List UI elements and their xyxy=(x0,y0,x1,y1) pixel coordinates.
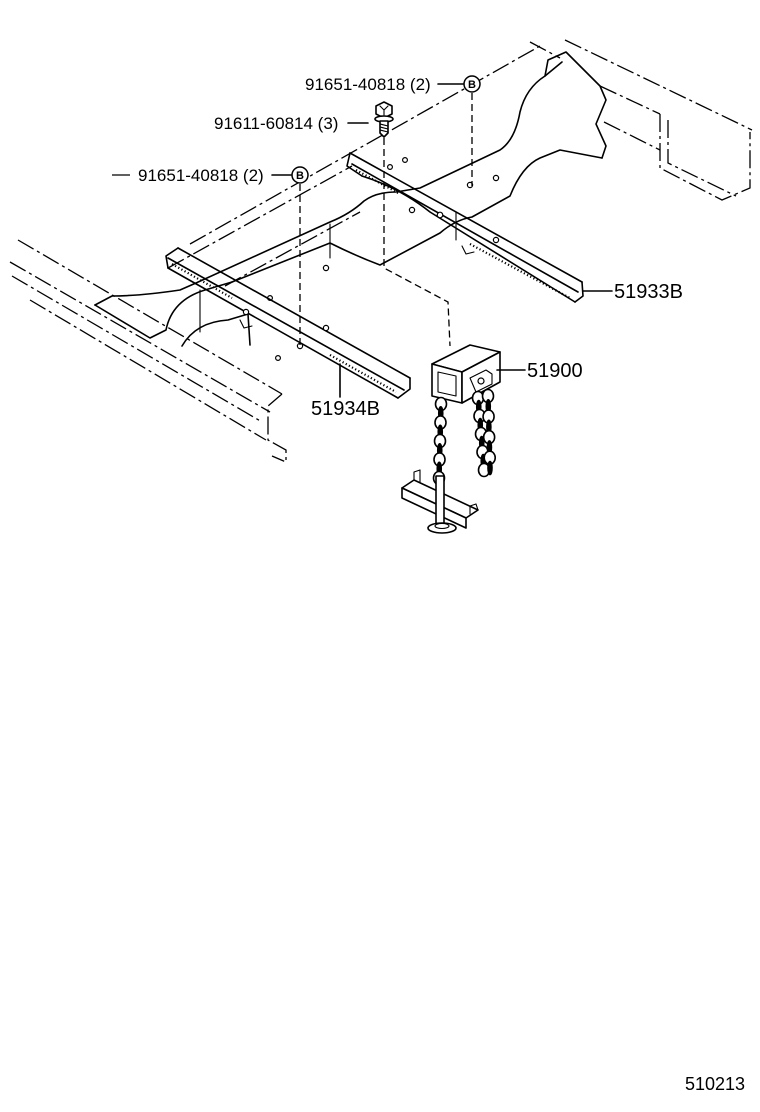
rail-right-inner xyxy=(667,120,737,197)
circle-b-icon xyxy=(291,166,309,184)
rail-left-top-edge xyxy=(17,239,283,395)
bracket-right-serration xyxy=(469,243,571,299)
phantom-line-mid xyxy=(224,211,361,287)
bolt-head-cross xyxy=(379,105,389,116)
bracket-right-tab xyxy=(461,245,475,255)
crossmember-hole xyxy=(492,174,500,182)
phantom-reference-lines xyxy=(167,45,541,287)
rail-left-end-profile xyxy=(267,393,287,463)
crossmember xyxy=(94,51,607,362)
tire-holder xyxy=(401,469,479,534)
bracket-right-hole xyxy=(492,236,500,244)
crossmember-lower-web xyxy=(231,149,603,283)
bracket-right-top-edge xyxy=(349,152,583,283)
holder-channel-lip xyxy=(413,469,421,484)
phantom-line-lower xyxy=(167,165,353,269)
bracket-left-bottom-edge xyxy=(167,267,399,399)
fastener-location-lines xyxy=(112,93,473,347)
rail-right-top-edge xyxy=(564,39,753,131)
crossmember-hole xyxy=(387,164,394,171)
bracket-right-hole xyxy=(408,206,416,214)
bracket-left-hole xyxy=(242,308,250,316)
illustration-number: 510213 xyxy=(685,1074,745,1094)
circle-b-icon xyxy=(463,75,481,93)
phantom-line-upper xyxy=(189,45,541,245)
frame-rail-left xyxy=(9,239,287,463)
crossmember-hole xyxy=(322,264,330,272)
rail-left-flange xyxy=(9,261,271,413)
hoist-front-window xyxy=(437,371,457,397)
bracket-left-start xyxy=(165,247,179,269)
callout-top-bolt: 91651-40818 (2) xyxy=(305,75,431,94)
holder-shaft xyxy=(435,475,445,527)
marker-letter: B xyxy=(296,170,304,182)
rail-right-web xyxy=(659,114,751,201)
bracket-left-hole xyxy=(322,324,330,332)
crossmember-right-foot xyxy=(544,51,607,159)
hoist-socket-hole xyxy=(477,377,485,385)
rail-right-break xyxy=(529,41,561,59)
bracket-left-top-edge xyxy=(177,247,411,379)
crossmember-left-foot xyxy=(94,281,233,339)
bracket-left-tab xyxy=(239,319,253,329)
crossmember-lower-flange xyxy=(181,313,251,347)
frame-rail-right xyxy=(529,39,753,201)
bracket-left-end xyxy=(397,377,411,399)
callout-bracket-right: 51933B xyxy=(614,281,683,303)
location-line-screw xyxy=(383,138,451,347)
rail-right-upper-flange xyxy=(599,85,661,115)
bracket-right-serration xyxy=(355,169,401,195)
hoist-chains xyxy=(432,388,497,486)
crossmember-top-edge xyxy=(94,61,563,306)
rail-left-web xyxy=(11,275,263,423)
hoist-drive-socket xyxy=(469,369,493,393)
bracket-51933b xyxy=(346,152,584,303)
leader-lines xyxy=(271,83,613,398)
flange-bolt-icon xyxy=(374,101,394,138)
bracket-51934b xyxy=(165,247,411,399)
spare-tire-hoist xyxy=(431,344,501,486)
bracket-right-bottom-edge xyxy=(361,175,576,303)
bracket-right-hole xyxy=(436,211,444,219)
rail-left-lower-edge xyxy=(29,299,267,441)
callout-left-bolt: 91651-40818 (2) xyxy=(138,166,264,185)
rail-right-lower-edge xyxy=(603,121,661,151)
holder-disc-inner xyxy=(434,522,450,530)
callout-bracket-left: 51934B xyxy=(311,398,380,420)
marker-left-bolt: B xyxy=(291,166,309,184)
bracket-left-serration xyxy=(171,263,233,299)
crossmember-hole xyxy=(402,157,409,164)
holder-channel-lip xyxy=(469,503,479,515)
chain-link xyxy=(487,460,493,476)
bracket-right-end xyxy=(574,281,584,303)
bolt-threads xyxy=(379,123,389,133)
bracket-left-mid-edge xyxy=(167,257,405,391)
marker-letter: B xyxy=(468,79,476,91)
marker-top-bolt: B xyxy=(463,75,481,93)
bracket-right-start xyxy=(346,152,363,177)
callout-screw: 91611-60814 (3) xyxy=(214,114,338,133)
crossmember-hole xyxy=(275,355,282,362)
bracket-right-mid-edge xyxy=(351,163,579,293)
callout-hoist: 51900 xyxy=(527,360,583,382)
